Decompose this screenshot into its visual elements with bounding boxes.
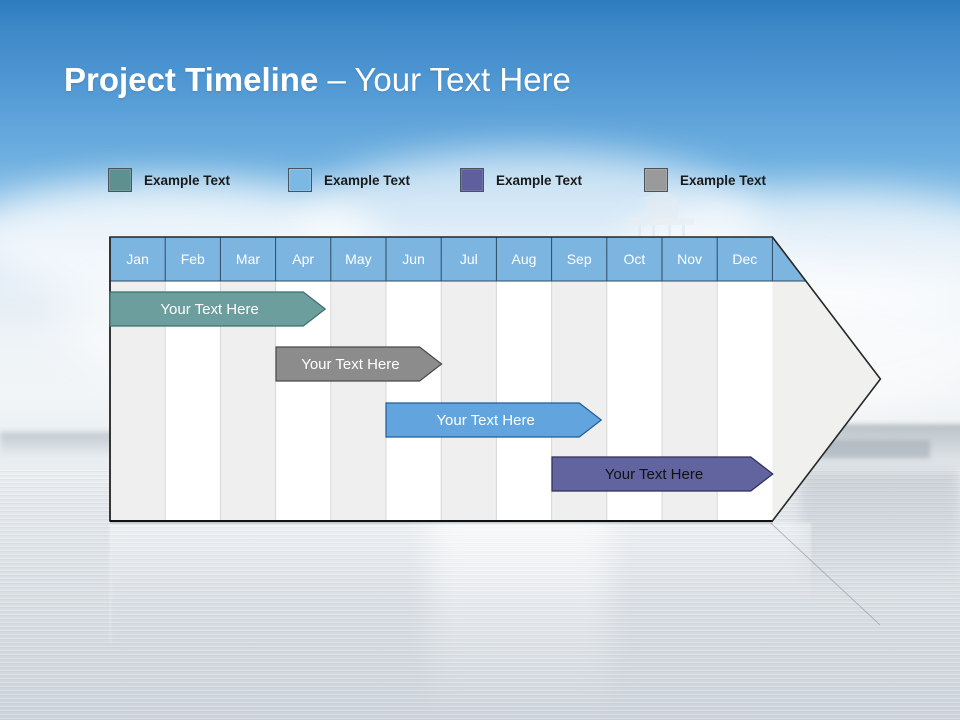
legend-item: Example Text bbox=[460, 168, 582, 192]
legend-label: Example Text bbox=[144, 172, 231, 188]
gantt-bar-shape bbox=[385, 402, 603, 438]
month-header-mar[interactable]: Mar bbox=[235, 251, 261, 267]
legend-label: Example Text bbox=[496, 172, 583, 188]
gantt-bar-shape bbox=[550, 456, 774, 492]
chart-reflection bbox=[110, 523, 811, 643]
month-header-jul[interactable]: Jul bbox=[459, 251, 478, 267]
legend-swatch bbox=[108, 168, 132, 192]
month-header-jan[interactable]: Jan bbox=[126, 251, 149, 267]
gantt-bar[interactable]: Your Text Here bbox=[385, 402, 603, 438]
gantt-bar-label: Your Text Here bbox=[160, 300, 259, 318]
page-title: Project Timeline – Your Text Here bbox=[64, 58, 571, 102]
gantt-bar-shape bbox=[109, 291, 327, 327]
legend-item: Example Text bbox=[644, 168, 766, 192]
chart-base-shadow bbox=[110, 521, 773, 525]
legend-item: Example Text bbox=[288, 168, 410, 192]
shoreline-right-building bbox=[820, 440, 930, 458]
month-header-may[interactable]: May bbox=[345, 251, 372, 267]
month-header-sep[interactable]: Sep bbox=[566, 251, 592, 267]
sea-shadow bbox=[800, 470, 960, 590]
month-header-oct[interactable]: Oct bbox=[623, 251, 646, 267]
month-header-dec[interactable]: Dec bbox=[732, 251, 758, 267]
page-title-light: Your Text Here bbox=[354, 61, 571, 98]
legend-swatch bbox=[460, 168, 484, 192]
gantt-bar[interactable]: Your Text Here bbox=[274, 346, 443, 382]
chart-reflection-edge bbox=[770, 523, 890, 633]
legend-swatch bbox=[288, 168, 312, 192]
gantt-bar-shape bbox=[274, 346, 443, 382]
gantt-bar-label: Your Text Here bbox=[436, 411, 535, 429]
legend-label: Example Text bbox=[324, 172, 411, 188]
gantt-bar-label: Your Text Here bbox=[604, 465, 704, 483]
month-header-aug[interactable]: Aug bbox=[511, 251, 537, 267]
legend: Example Text Example Text Example Text Exam… bbox=[108, 168, 808, 194]
gantt-bar-label: Your Text Here bbox=[301, 355, 400, 373]
legend-label: Example Text bbox=[680, 172, 767, 188]
month-header-jun[interactable]: Jun bbox=[402, 251, 425, 267]
gantt-chart: Jan Feb Mar Apr May Jun Jul Aug Sep Oct Nov Dec You… bbox=[109, 236, 882, 522]
month-header-feb[interactable]: Feb bbox=[180, 251, 205, 267]
page-title-bold: Project Timeline bbox=[64, 61, 319, 98]
month-header-apr[interactable]: Apr bbox=[292, 251, 315, 267]
legend-swatch bbox=[644, 168, 668, 192]
gantt-bar[interactable]: Your Text Here bbox=[109, 291, 327, 327]
legend-item: Example Text bbox=[108, 168, 230, 192]
gantt-bar[interactable]: Your Text Here bbox=[550, 456, 774, 492]
page-title-separator: – bbox=[318, 61, 355, 98]
month-header-nov[interactable]: Nov bbox=[677, 251, 703, 267]
